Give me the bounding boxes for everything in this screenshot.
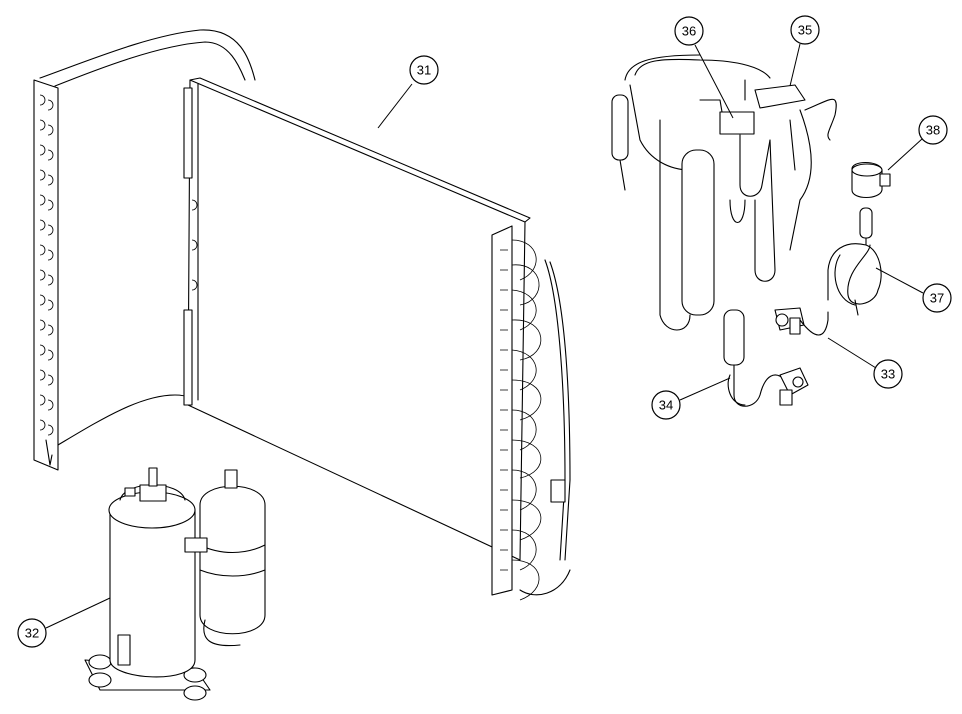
four-way-valve-assembly	[611, 54, 837, 331]
callout-label-37: 37	[930, 291, 944, 306]
callout-label-34: 34	[659, 398, 673, 413]
capillary-tube-assembly	[827, 207, 882, 316]
solenoid-coil	[851, 161, 891, 199]
compressor-feet	[88, 654, 207, 701]
callout-37: 37	[875, 267, 952, 313]
callout-label-36: 36	[682, 24, 696, 39]
service-valve-small	[774, 307, 829, 336]
callout-label-35: 35	[798, 23, 812, 38]
left-hairpin-bends	[39, 94, 54, 436]
compressor	[84, 467, 266, 701]
callout-label-31: 31	[417, 63, 431, 78]
callout-label-33: 33	[881, 367, 895, 382]
right-hairpin-bends	[500, 239, 542, 601]
callout-label-38: 38	[926, 123, 940, 138]
callout-38: 38	[887, 115, 948, 171]
callout-36: 36	[674, 16, 734, 119]
callout-32: 32	[17, 597, 111, 648]
callout-35: 35	[789, 15, 820, 87]
condenser-coil	[33, 29, 571, 601]
callout-33: 33	[827, 337, 903, 389]
callout-label-32: 32	[25, 626, 39, 641]
callout-31: 31	[377, 55, 439, 129]
callout-34: 34	[651, 377, 731, 420]
service-valve-large	[723, 309, 809, 407]
